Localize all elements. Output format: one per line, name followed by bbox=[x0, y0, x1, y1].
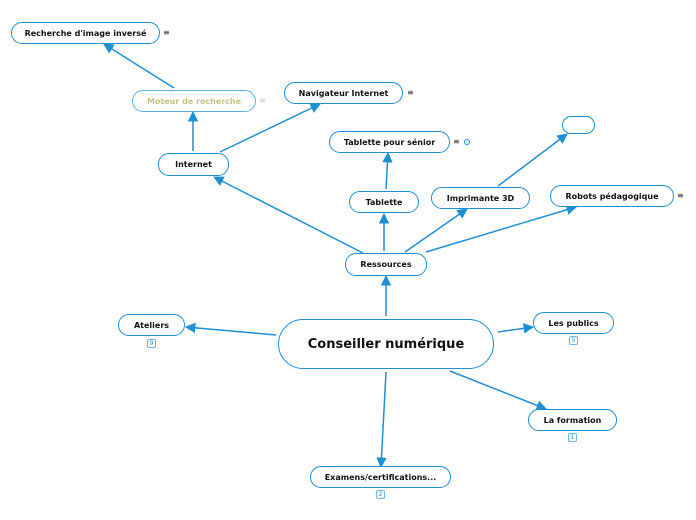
node-tablette-pour-senior-label: Tablette pour sénior bbox=[343, 137, 436, 147]
node-recherche-image-inverse-label: Recherche d'image inversé bbox=[24, 28, 147, 38]
node-navigateur-internet-label: Navigateur Internet bbox=[298, 88, 389, 98]
node-internet[interactable]: Internet bbox=[158, 153, 229, 176]
node-empty[interactable] bbox=[562, 116, 595, 134]
node-ressources[interactable]: Ressources bbox=[345, 253, 427, 276]
node-les-publics-label: Les publics bbox=[548, 318, 599, 328]
edge-ressources-robots bbox=[425, 204, 578, 253]
collapsed-children-badge[interactable]: 1 bbox=[568, 433, 577, 442]
node-examens-certifications[interactable]: Examens/certifications... bbox=[310, 466, 451, 488]
edge-tablette-senior bbox=[382, 151, 393, 190]
collapsed-children-badge[interactable]: 9 bbox=[147, 339, 156, 348]
edge-imprimante-empty bbox=[497, 133, 568, 187]
node-ressources-label: Ressources bbox=[360, 260, 412, 269]
node-recherche-image-inverse[interactable]: Recherche d'image inversé bbox=[11, 22, 160, 44]
edge-central-ateliers bbox=[184, 322, 277, 336]
node-tablette-pour-senior[interactable]: Tablette pour sénior bbox=[329, 131, 450, 153]
notes-icon[interactable]: ≡ bbox=[677, 191, 684, 200]
edge-ressources-internet bbox=[213, 176, 364, 254]
node-moteur-de-recherche-label: Moteur de recherche bbox=[146, 96, 242, 106]
node-les-publics[interactable]: Les publics bbox=[533, 312, 614, 334]
central-topic-label: Conseiller numérique bbox=[307, 336, 465, 352]
node-la-formation-label: La formation bbox=[543, 415, 602, 425]
edge-central-publics bbox=[497, 323, 535, 334]
collapsed-children-badge[interactable]: 2 bbox=[376, 490, 385, 499]
node-tablette[interactable]: Tablette bbox=[349, 191, 419, 213]
node-tablette-label: Tablette bbox=[365, 197, 403, 207]
edge-internet-navigateur bbox=[219, 103, 321, 153]
node-imprimante-3d-label: Imprimante 3D bbox=[446, 193, 515, 203]
notes-icon[interactable]: ≡ bbox=[453, 137, 460, 146]
notes-icon[interactable]: ≡ bbox=[407, 88, 414, 97]
edge-ressources-imprimante bbox=[404, 208, 468, 253]
node-ateliers[interactable]: Ateliers bbox=[118, 314, 185, 336]
node-la-formation[interactable]: La formation bbox=[528, 409, 617, 431]
notes-icon[interactable]: ≡ bbox=[163, 28, 170, 37]
notes-icon[interactable]: ≡ bbox=[259, 96, 266, 105]
edge-moteur-recherche bbox=[103, 43, 175, 89]
node-ateliers-label: Ateliers bbox=[133, 320, 170, 330]
central-topic-node[interactable]: Conseiller numérique bbox=[278, 319, 494, 369]
node-moteur-de-recherche[interactable]: Moteur de recherche bbox=[132, 90, 256, 112]
node-robots-pedagogique[interactable]: Robots pédagogique bbox=[550, 185, 674, 207]
edge-central-formation bbox=[449, 370, 547, 411]
node-navigateur-internet[interactable]: Navigateur Internet bbox=[284, 82, 403, 104]
node-internet-label: Internet bbox=[175, 160, 212, 169]
collapsed-children-badge[interactable]: 5 bbox=[569, 336, 578, 345]
node-examens-certifications-label: Examens/certifications... bbox=[324, 472, 437, 482]
edge-central-examens bbox=[376, 371, 387, 469]
node-robots-pedagogique-label: Robots pédagogique bbox=[565, 191, 659, 201]
node-imprimante-3d[interactable]: Imprimante 3D bbox=[431, 187, 530, 209]
link-icon[interactable] bbox=[464, 139, 470, 145]
